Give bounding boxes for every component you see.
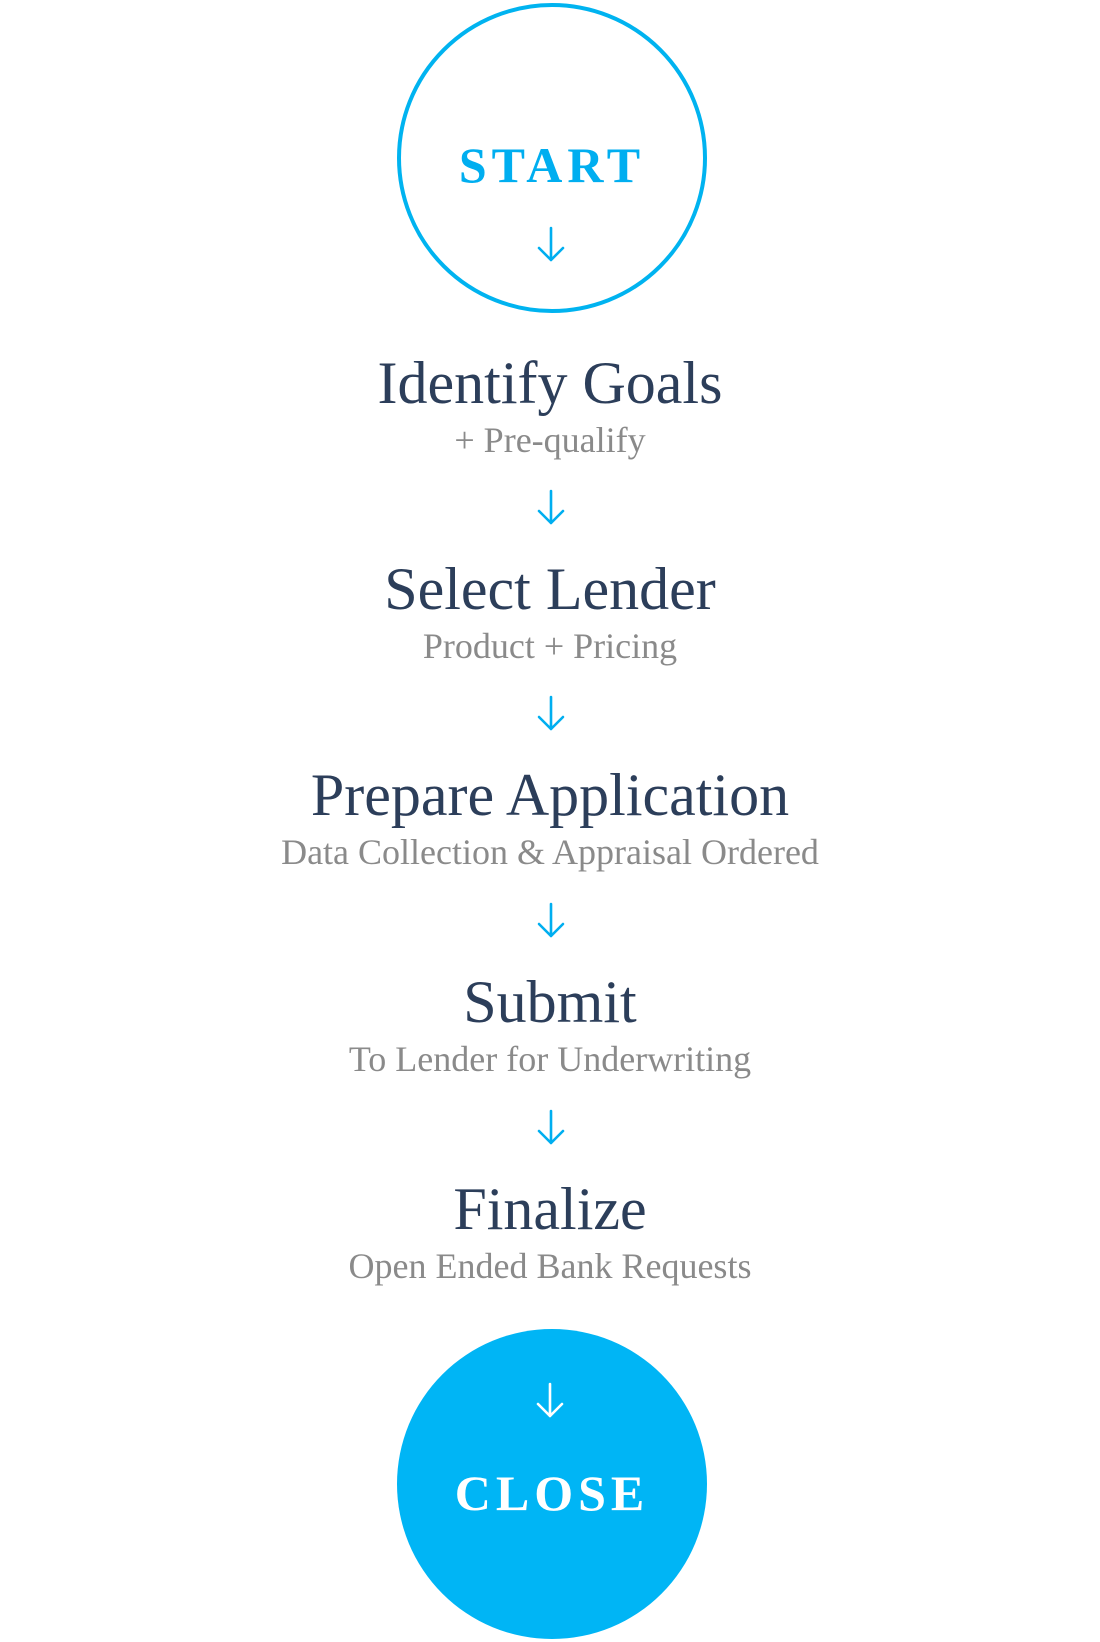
step-title: Identify Goals <box>377 350 723 416</box>
start-label: START <box>458 137 646 193</box>
step-subtitle: Open Ended Bank Requests <box>348 1246 752 1286</box>
step-submit: Submit To Lender for Underwriting <box>0 968 1100 1082</box>
arrow-down-icon <box>537 902 565 938</box>
arrow-down-icon <box>537 226 565 262</box>
step-subtitle: + Pre-qualify <box>454 420 646 460</box>
step-finalize: Finalize Open Ended Bank Requests <box>0 1175 1100 1289</box>
step-title: Submit <box>463 969 637 1035</box>
close-label: CLOSE <box>454 1465 650 1521</box>
step-subtitle: Data Collection & Appraisal Ordered <box>281 832 819 872</box>
close-node: CLOSE <box>397 1329 707 1639</box>
step-subtitle: To Lender for Underwriting <box>348 1039 752 1079</box>
arrow-down-icon <box>536 1382 564 1418</box>
step-title: Prepare Application <box>310 762 790 828</box>
step-select-lender: Select Lender Product + Pricing <box>0 555 1100 669</box>
arrow-down-icon <box>537 489 565 525</box>
step-subtitle: Product + Pricing <box>422 626 678 666</box>
arrow-down-icon <box>537 1109 565 1145</box>
step-title: Finalize <box>453 1176 647 1242</box>
step-prepare-application: Prepare Application Data Collection & Ap… <box>0 761 1100 875</box>
step-title: Select Lender <box>384 556 716 622</box>
start-node: START <box>397 3 707 313</box>
step-identify-goals: Identify Goals + Pre-qualify <box>0 349 1100 463</box>
arrow-down-icon <box>537 695 565 731</box>
